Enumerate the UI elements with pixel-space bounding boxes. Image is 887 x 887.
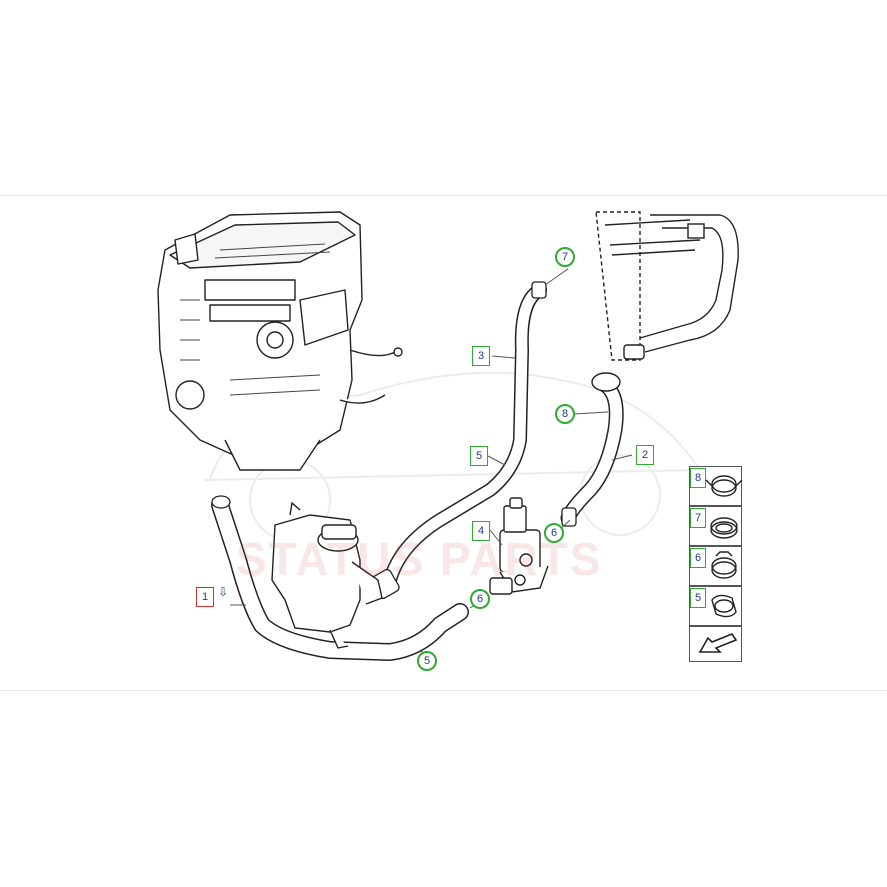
engine-block [157,211,403,471]
callout-part-5-ring[interactable]: 5 [417,651,437,671]
legend-row-arrow[interactable] [689,626,742,662]
reference-arrow-icon: ⇩ [218,585,229,599]
watermark: STATUS PARTS [236,533,603,585]
callout-part-8[interactable]: 8 [555,404,575,424]
radiator [595,211,739,361]
expansion-tank [271,501,383,649]
legend-label-6: 6 [690,548,706,568]
callout-part-5-square[interactable]: 5 [470,446,488,466]
auxiliary-pump [489,497,549,595]
callout-part-6-upper[interactable]: 6 [544,523,564,543]
top-rule [0,195,887,196]
bottom-rule [0,690,887,691]
callout-part-3[interactable]: 3 [472,346,490,366]
callout-part-7[interactable]: 7 [555,247,575,267]
legend-label-7: 7 [690,508,706,528]
legend-label-8: 8 [690,468,706,488]
callout-part-2[interactable]: 2 [636,445,654,465]
callout-part-1[interactable]: 1 [196,587,214,607]
callout-part-6-lower[interactable]: 6 [470,589,490,609]
legend-label-5: 5 [690,588,706,608]
callout-part-4[interactable]: 4 [472,521,490,541]
